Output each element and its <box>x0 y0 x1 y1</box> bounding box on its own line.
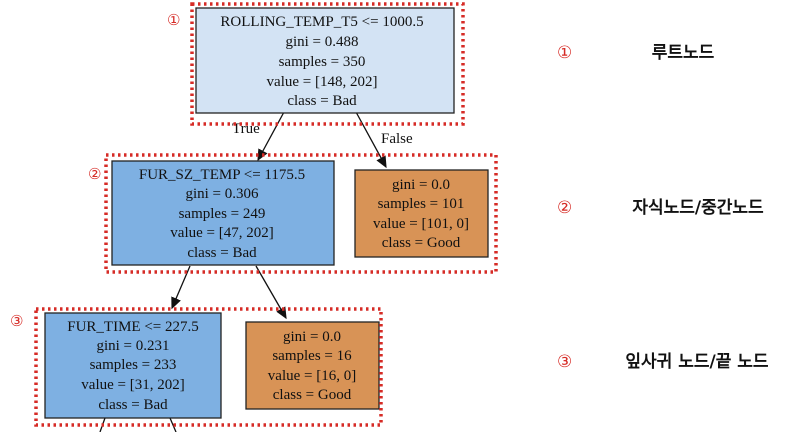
fur-time-line-3: samples = 233 <box>90 357 177 373</box>
root-node: ROLLING_TEMP_T5 <= 1000.5 gini = 0.488 s… <box>195 7 455 114</box>
good-101-node: gini = 0.0 samples = 101 value = [101, 0… <box>354 169 489 258</box>
marker-2: ② <box>88 166 101 183</box>
edge-fur-sz-temp-to-good-16 <box>255 265 287 320</box>
fur-sz-temp-line-5: class = Bad <box>187 245 257 261</box>
good-16-line-1: gini = 0.0 <box>283 329 341 345</box>
fur-time-line-4: value = [31, 202] <box>81 377 184 393</box>
good-101-node-box <box>354 169 489 258</box>
highlight-middle-frame <box>104 153 498 274</box>
legend-label-1: 루트노드 <box>652 43 715 63</box>
legend-num-3: ③ <box>557 352 572 372</box>
fur-time-node: FUR_TIME <= 227.5 gini = 0.231 samples =… <box>44 312 222 419</box>
edge-label-false: False <box>381 131 413 147</box>
good-101-line-3: value = [101, 0] <box>373 216 469 232</box>
good-16-line-4: class = Good <box>273 387 352 403</box>
root-node-line-4: value = [148, 202] <box>267 74 378 90</box>
legend: ① 루트노드 ② 자식노드/중간노드 ③ 잎사귀 노드/끝 노드 <box>557 43 769 372</box>
marker-3: ③ <box>10 313 23 330</box>
highlight-leaf-frame <box>34 307 383 427</box>
root-node-line-1: ROLLING_TEMP_T5 <= 1000.5 <box>220 14 423 30</box>
edge-root-to-good-101 <box>355 111 387 169</box>
highlight-frames <box>34 2 498 427</box>
root-node-line-3: samples = 350 <box>279 54 366 70</box>
good-101-line-2: samples = 101 <box>378 196 465 212</box>
root-node-line-2: gini = 0.488 <box>285 34 358 50</box>
edge-fur-time-down-right <box>169 417 177 432</box>
legend-num-2: ② <box>557 198 572 218</box>
highlight-root-frame <box>190 2 465 126</box>
root-node-box <box>195 7 455 114</box>
good-101-line-1: gini = 0.0 <box>392 177 450 193</box>
good-16-line-3: value = [16, 0] <box>268 368 356 384</box>
fur-sz-temp-node: FUR_SZ_TEMP <= 1175.5 gini = 0.306 sampl… <box>111 160 335 266</box>
legend-label-2: 자식노드/중간노드 <box>632 198 764 218</box>
good-16-node-box <box>245 321 380 410</box>
good-16-node: gini = 0.0 samples = 16 value = [16, 0] … <box>245 321 380 410</box>
fur-time-line-1: FUR_TIME <= 227.5 <box>67 319 199 335</box>
fur-sz-temp-line-3: samples = 249 <box>179 206 266 222</box>
fur-time-line-5: class = Bad <box>98 397 168 413</box>
fur-sz-temp-line-4: value = [47, 202] <box>170 225 273 241</box>
good-16-line-2: samples = 16 <box>272 348 352 364</box>
fur-time-node-box <box>44 312 222 419</box>
fur-sz-temp-line-1: FUR_SZ_TEMP <= 1175.5 <box>139 167 305 183</box>
good-101-line-4: class = Good <box>382 235 461 251</box>
fur-sz-temp-node-box <box>111 160 335 266</box>
legend-num-1: ① <box>557 43 572 63</box>
legend-label-3: 잎사귀 노드/끝 노드 <box>625 351 769 372</box>
fur-sz-temp-line-2: gini = 0.306 <box>185 186 259 202</box>
root-node-line-5: class = Bad <box>287 93 357 109</box>
edge-root-to-fur-sz-temp <box>257 111 285 162</box>
marker-1: ① <box>167 12 180 29</box>
fur-time-line-2: gini = 0.231 <box>96 338 169 354</box>
